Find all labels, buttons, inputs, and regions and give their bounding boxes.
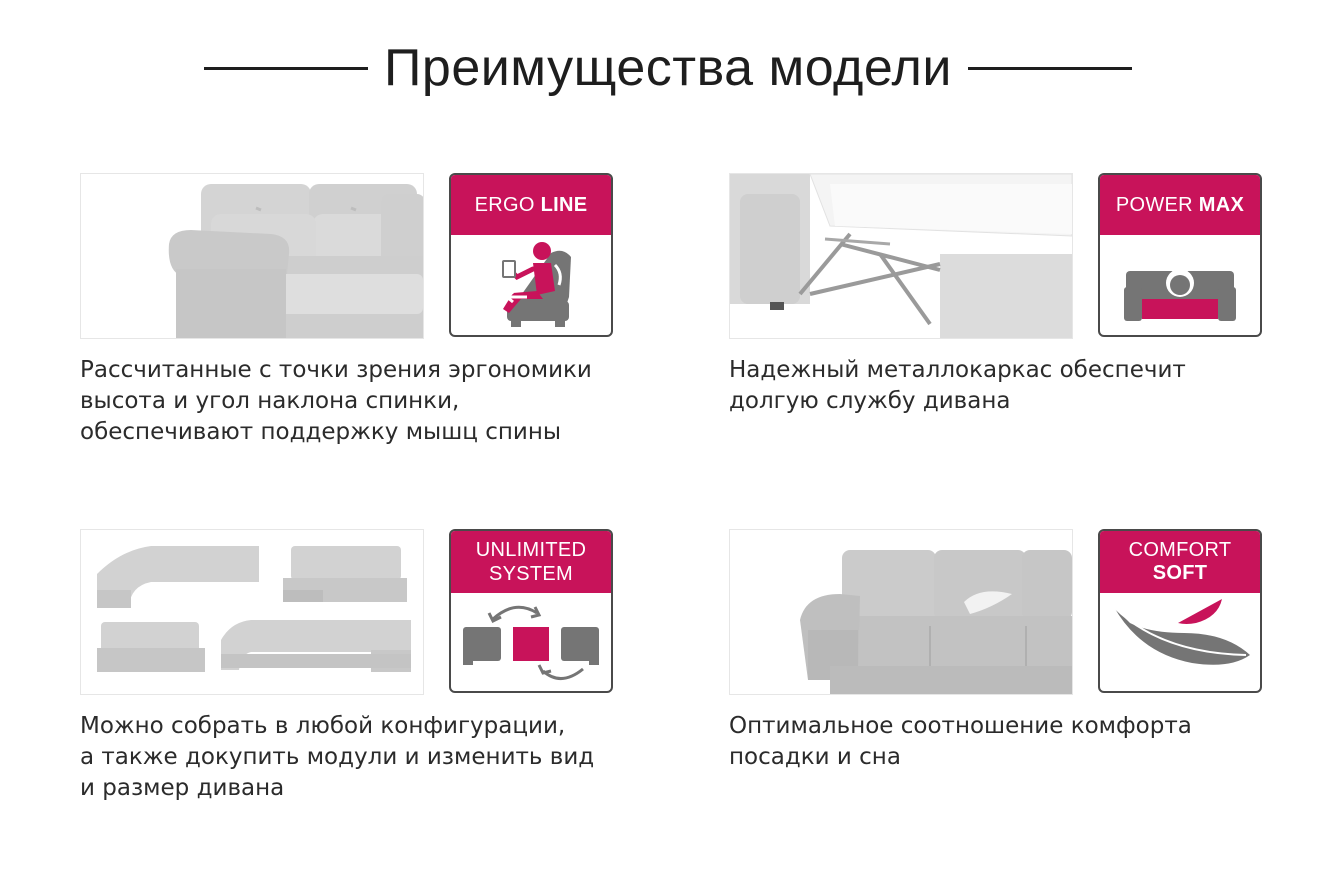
- page-title: Преимущества модели: [384, 39, 952, 97]
- badge-unlimited-system: UNLIMITED SYSTEM: [449, 529, 613, 693]
- title-line-right: [967, 66, 1132, 70]
- description-line: долгую службу дивана: [729, 388, 1011, 414]
- description-line: Можно собрать в любой конфигурации,: [80, 713, 566, 739]
- description-line: и размер дивана: [80, 775, 285, 801]
- badge-word-light: POWER: [1115, 193, 1193, 216]
- badge-title: ERGO LINE: [451, 175, 611, 235]
- badge-title: UNLIMITED SYSTEM: [451, 531, 611, 593]
- ergonomic-chair-icon: [502, 242, 571, 327]
- sofa-photo-configurations: [80, 529, 424, 695]
- feather-icon: [1113, 599, 1250, 665]
- badge-title: POWER MAX: [1100, 175, 1260, 235]
- badge-word-bold: SOFT: [1152, 562, 1208, 584]
- badge-power-max: POWER MAX: [1098, 173, 1262, 337]
- description-line: Оптимальное соотношение комфорта: [729, 713, 1192, 739]
- sofa-photo-ergo: [80, 173, 424, 339]
- feature-description: Надежный металлокаркас обеспечит долгую …: [729, 355, 1299, 417]
- description-line: а также докупить модули и изменить вид: [80, 744, 595, 770]
- description-line: посадки и сна: [729, 744, 901, 770]
- sofa-photo-power: [729, 173, 1073, 339]
- description-line: Надежный металлокаркас обеспечит: [729, 357, 1186, 383]
- badge-word-bold: LINE: [540, 193, 588, 216]
- badge-word-bold: MAX: [1198, 193, 1245, 216]
- description-line: обеспечивают поддержку мышц спины: [80, 419, 562, 445]
- feature-description: Можно собрать в любой конфигурации, а та…: [80, 711, 650, 804]
- weight-sofa-icon: [1124, 264, 1236, 321]
- modular-sofa-icon: [463, 605, 599, 680]
- description-line: Рассчитанные с точки зрения эргономики: [80, 357, 592, 383]
- badge-title: COMFORT SOFT: [1100, 531, 1260, 593]
- sofa-photo-comfort: [729, 529, 1073, 695]
- badge-comfort-soft: COMFORT SOFT: [1098, 529, 1262, 693]
- badge-ergo-line: ERGO LINE: [449, 173, 613, 337]
- feature-description: Оптимальное соотношение комфорта посадки…: [729, 711, 1299, 773]
- badge-word-light: COMFORT: [1128, 539, 1232, 561]
- badge-word-light: UNLIMITED: [475, 539, 587, 561]
- description-line: высота и угол наклона спинки,: [80, 388, 460, 414]
- title-line-left: [204, 66, 369, 70]
- page-header: Преимущества модели: [0, 28, 1336, 108]
- badge-word-light: ERGO: [474, 193, 535, 216]
- badge-word-bold: SYSTEM: [488, 563, 574, 585]
- feature-description: Рассчитанные с точки зрения эргономики в…: [80, 355, 650, 448]
